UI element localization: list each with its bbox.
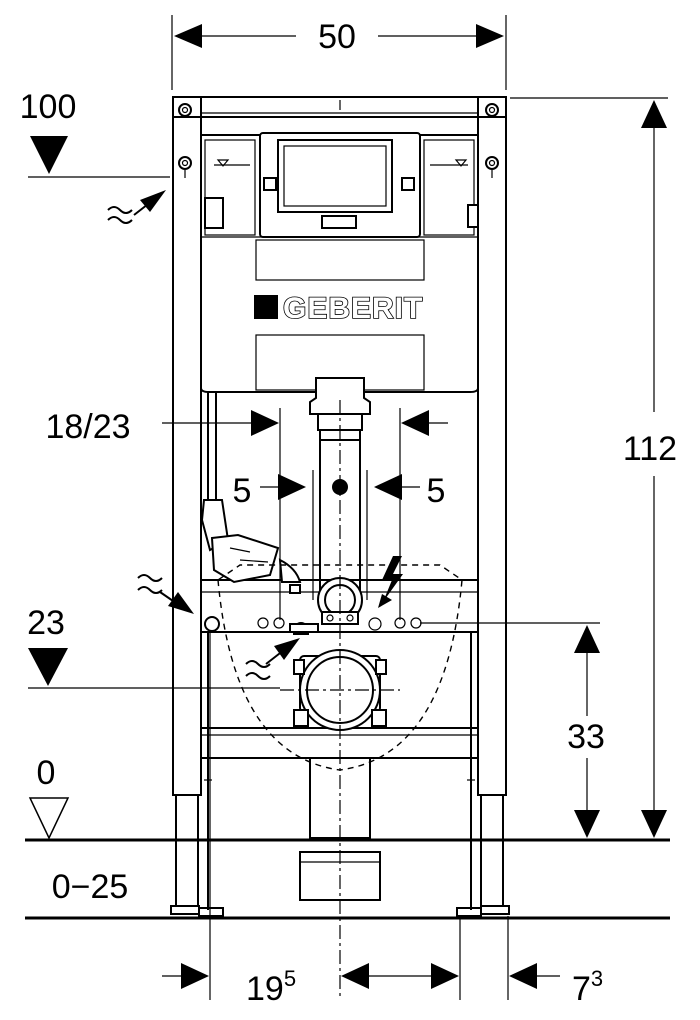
dimension-offset-left-label: 5 bbox=[233, 472, 252, 510]
power-supply-icon bbox=[378, 556, 403, 608]
dimension-height-label: 112 bbox=[623, 430, 677, 468]
water-supply-icon bbox=[245, 638, 300, 680]
dimension-drain-height: 23 bbox=[27, 604, 68, 686]
wc-bowl-outline bbox=[217, 564, 463, 771]
dimension-right-offset: 73 bbox=[509, 963, 603, 1008]
dimension-right-offset-label: 73 bbox=[572, 966, 603, 1008]
floor-level-marker-icon bbox=[28, 797, 70, 840]
dimension-bowl-height-label: 33 bbox=[567, 718, 605, 756]
dimension-supply-height: 100 bbox=[20, 88, 77, 174]
dimension-floor-range-label: 0−25 bbox=[52, 868, 129, 906]
dimension-left-offset-base: 19 bbox=[246, 970, 284, 1008]
cistern: GEBERIT bbox=[200, 132, 479, 441]
geberit-logo-text: GEBERIT bbox=[283, 292, 423, 325]
dimension-bowl-height: 33 bbox=[567, 625, 605, 838]
dimension-width-label: 50 bbox=[318, 18, 356, 56]
dimension-offsets: 5 5 bbox=[233, 472, 446, 510]
dimension-floor-level-label: 0 bbox=[37, 754, 56, 792]
dimension-drain-width: 18/23 bbox=[45, 408, 448, 446]
dimension-drain-width-label: 18/23 bbox=[45, 408, 130, 446]
dimension-right-offset-base: 7 bbox=[572, 970, 591, 1008]
dimension-left-offset: 195 bbox=[162, 963, 459, 1008]
dimension-offset-right-label: 5 bbox=[427, 472, 446, 510]
dimension-width: 50 bbox=[174, 18, 504, 56]
floor-lines bbox=[25, 838, 670, 920]
supply-hose bbox=[200, 392, 302, 594]
dimension-right-offset-sup: 3 bbox=[591, 966, 603, 991]
dimension-supply-height-label: 100 bbox=[20, 88, 77, 126]
dimension-floor-level: 0 bbox=[28, 754, 70, 840]
dimension-left-offset-sup: 5 bbox=[284, 966, 296, 991]
water-supply-icon bbox=[107, 190, 166, 224]
water-supply-icon bbox=[137, 574, 194, 614]
installation-frame bbox=[170, 96, 510, 917]
axis-lines bbox=[28, 15, 668, 1000]
dimension-left-offset-label: 195 bbox=[246, 966, 296, 1008]
dimension-height: 112 bbox=[623, 100, 677, 838]
geberit-logo-mark bbox=[254, 295, 278, 319]
dimension-drain-height-label: 23 bbox=[27, 604, 65, 642]
rail-fittings bbox=[204, 616, 422, 635]
